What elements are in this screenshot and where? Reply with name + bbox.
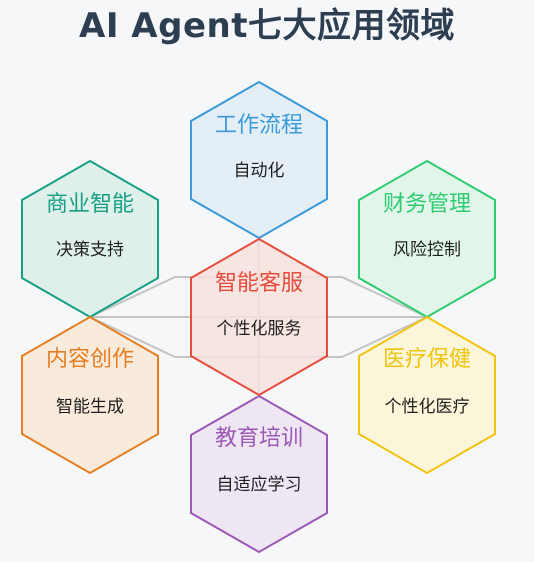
hex-node-healthcare: 医疗保健 个性化医疗 <box>358 315 496 475</box>
hex-node-center-customer-service: 智能客服 个性化服务 <box>190 237 328 397</box>
hex-node-workflow: 工作流程 自动化 <box>190 80 328 240</box>
hex-subtitle-business: 决策支持 <box>56 240 124 260</box>
hexagon-shape <box>358 315 496 475</box>
hex-title-education: 教育培训 <box>215 426 303 451</box>
hex-title-content: 内容创作 <box>46 347 134 372</box>
hex-subtitle-healthcare: 个性化医疗 <box>385 397 470 417</box>
hex-title-business: 商业智能 <box>46 192 134 217</box>
hex-node-business: 商业智能 决策支持 <box>21 159 159 319</box>
hex-subtitle-education: 自适应学习 <box>217 475 302 495</box>
hex-node-finance: 财务管理 风险控制 <box>358 159 496 319</box>
hex-title-workflow: 工作流程 <box>215 113 303 138</box>
hexagon-shape <box>21 315 159 475</box>
hex-subtitle-finance: 风险控制 <box>393 240 461 260</box>
hex-subtitle-workflow: 自动化 <box>234 161 285 181</box>
hex-title-healthcare: 医疗保健 <box>383 347 471 372</box>
hexagon-shape <box>190 394 328 554</box>
hex-title-center: 智能客服 <box>215 271 303 296</box>
hex-subtitle-content: 智能生成 <box>56 397 124 417</box>
hexagon-shape <box>190 237 328 397</box>
hexagon-shape <box>190 80 328 240</box>
hex-subtitle-center: 个性化服务 <box>217 319 302 339</box>
hex-node-content: 内容创作 智能生成 <box>21 315 159 475</box>
hex-title-finance: 财务管理 <box>383 192 471 217</box>
page-title: AI Agent七大应用领域 <box>79 6 455 46</box>
hex-node-education: 教育培训 自适应学习 <box>190 394 328 554</box>
